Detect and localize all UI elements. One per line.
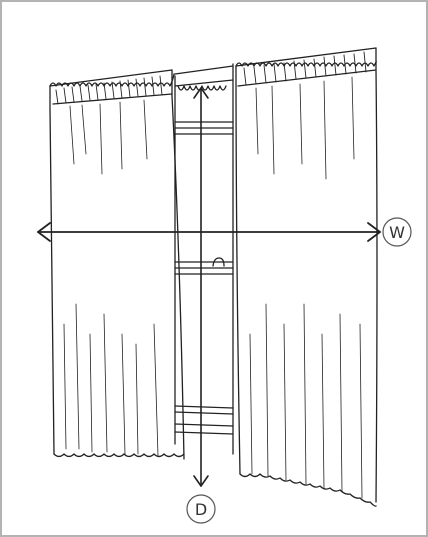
width-dimension-arrow [37,222,381,242]
curtain-rod-valance [174,65,234,91]
left-curtain-panel [49,69,185,460]
drop-label: D [195,500,207,519]
width-label-badge: W [382,217,412,247]
right-curtain-panel [235,47,378,507]
width-label: W [389,223,405,242]
window-frame [174,63,234,455]
drop-dimension-arrow [193,87,209,487]
drop-label-badge: D [186,494,216,524]
curtain-measurement-illustration: W D [37,47,412,524]
